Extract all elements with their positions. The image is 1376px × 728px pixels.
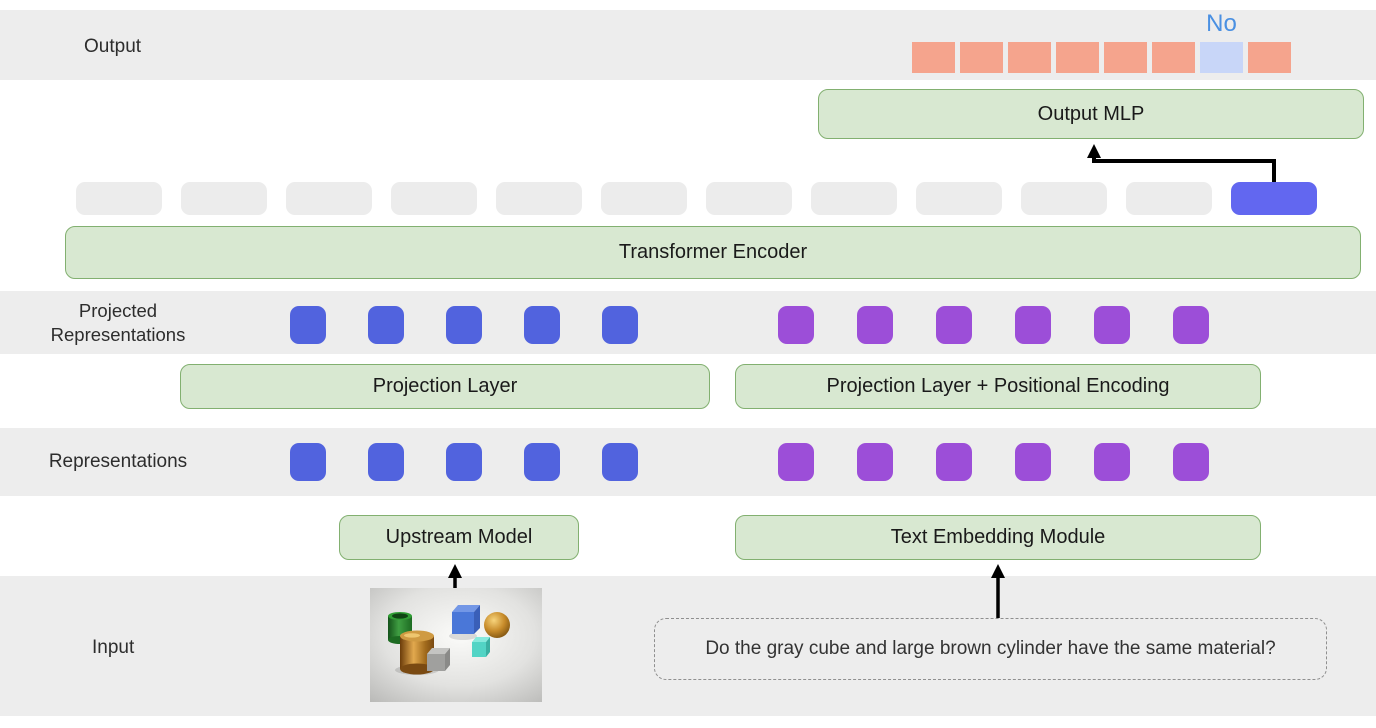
- token-to-output-mlp-arrow: [1087, 144, 1276, 182]
- text-representation-token: [936, 443, 972, 481]
- output-cell-row: [912, 42, 1291, 73]
- classification-token: [1231, 182, 1317, 215]
- encoder-token: [811, 182, 897, 215]
- encoder-token: [496, 182, 582, 215]
- encoder-token: [181, 182, 267, 215]
- projected-text-token: [1015, 306, 1051, 344]
- encoder-token: [1021, 182, 1107, 215]
- text-embedding-module-box: Text Embedding Module: [735, 515, 1261, 560]
- encoder-token: [76, 182, 162, 215]
- answer-cell: [1008, 42, 1051, 73]
- brown-sphere-shape: [484, 612, 510, 638]
- text-representation-token: [1094, 443, 1130, 481]
- gray-cube-shape: [427, 648, 450, 671]
- projection-layer-positional-encoding-box: Projection Layer + Positional Encoding: [735, 364, 1261, 409]
- upstream-model-box: Upstream Model: [339, 515, 579, 560]
- projected-label-line1: Projected: [78, 300, 158, 321]
- vision-representation-token: [446, 443, 482, 481]
- input-question-box: Do the gray cube and large brown cylinde…: [654, 618, 1327, 680]
- answer-cell: [1104, 42, 1147, 73]
- projected-vision-token: [290, 306, 326, 344]
- vision-representation-token: [368, 443, 404, 481]
- answer-cell: [1056, 42, 1099, 73]
- projected-text-token: [1173, 306, 1209, 344]
- vision-representation-token: [524, 443, 560, 481]
- projected-vision-token: [446, 306, 482, 344]
- projected-text-token: [857, 306, 893, 344]
- text-representation-token: [1173, 443, 1209, 481]
- predicted-answer-label: No: [1206, 10, 1237, 37]
- projected-representations-row-label: Projected Representations: [18, 299, 218, 347]
- projected-vision-token: [602, 306, 638, 344]
- representation-vision-squares: [290, 443, 638, 481]
- encoder-token: [601, 182, 687, 215]
- encoder-token: [391, 182, 477, 215]
- blue-cube-shape: [452, 605, 480, 634]
- encoder-token: [916, 182, 1002, 215]
- projected-text-token: [936, 306, 972, 344]
- projected-vision-squares: [290, 306, 638, 344]
- text-representation-token: [857, 443, 893, 481]
- scene-floor: [370, 588, 542, 702]
- output-row-label: Output: [84, 36, 142, 57]
- encoder-token: [706, 182, 792, 215]
- projected-label-line2: Representations: [50, 324, 186, 345]
- encoder-token: [286, 182, 372, 215]
- transformer-encoder-box: Transformer Encoder: [65, 226, 1361, 279]
- projected-text-squares: [778, 306, 1209, 344]
- text-representation-token: [778, 443, 814, 481]
- output-mlp-box: Output MLP: [818, 89, 1364, 139]
- input-row-label: Input: [92, 637, 135, 658]
- text-representation-token: [1015, 443, 1051, 481]
- projected-text-token: [778, 306, 814, 344]
- input-band: [0, 576, 1376, 716]
- representations-row-label: Representations: [48, 451, 188, 472]
- vision-representation-token: [602, 443, 638, 481]
- projected-vision-token: [524, 306, 560, 344]
- input-scene-image: [370, 588, 542, 702]
- answer-cell: [1152, 42, 1195, 73]
- projected-text-token: [1094, 306, 1130, 344]
- cyan-cube-shape: [472, 637, 490, 657]
- answer-cell: [1248, 42, 1291, 73]
- encoder-token: [1126, 182, 1212, 215]
- answer-cell: [912, 42, 955, 73]
- vision-representation-token: [290, 443, 326, 481]
- projected-representations-band: [0, 291, 1376, 354]
- representation-text-squares: [778, 443, 1209, 481]
- predicted-answer-cell: [1200, 42, 1243, 73]
- representations-band: [0, 428, 1376, 496]
- answer-cell: [960, 42, 1003, 73]
- projection-layer-box: Projection Layer: [180, 364, 710, 409]
- encoder-token-row: [76, 182, 1317, 215]
- projected-vision-token: [368, 306, 404, 344]
